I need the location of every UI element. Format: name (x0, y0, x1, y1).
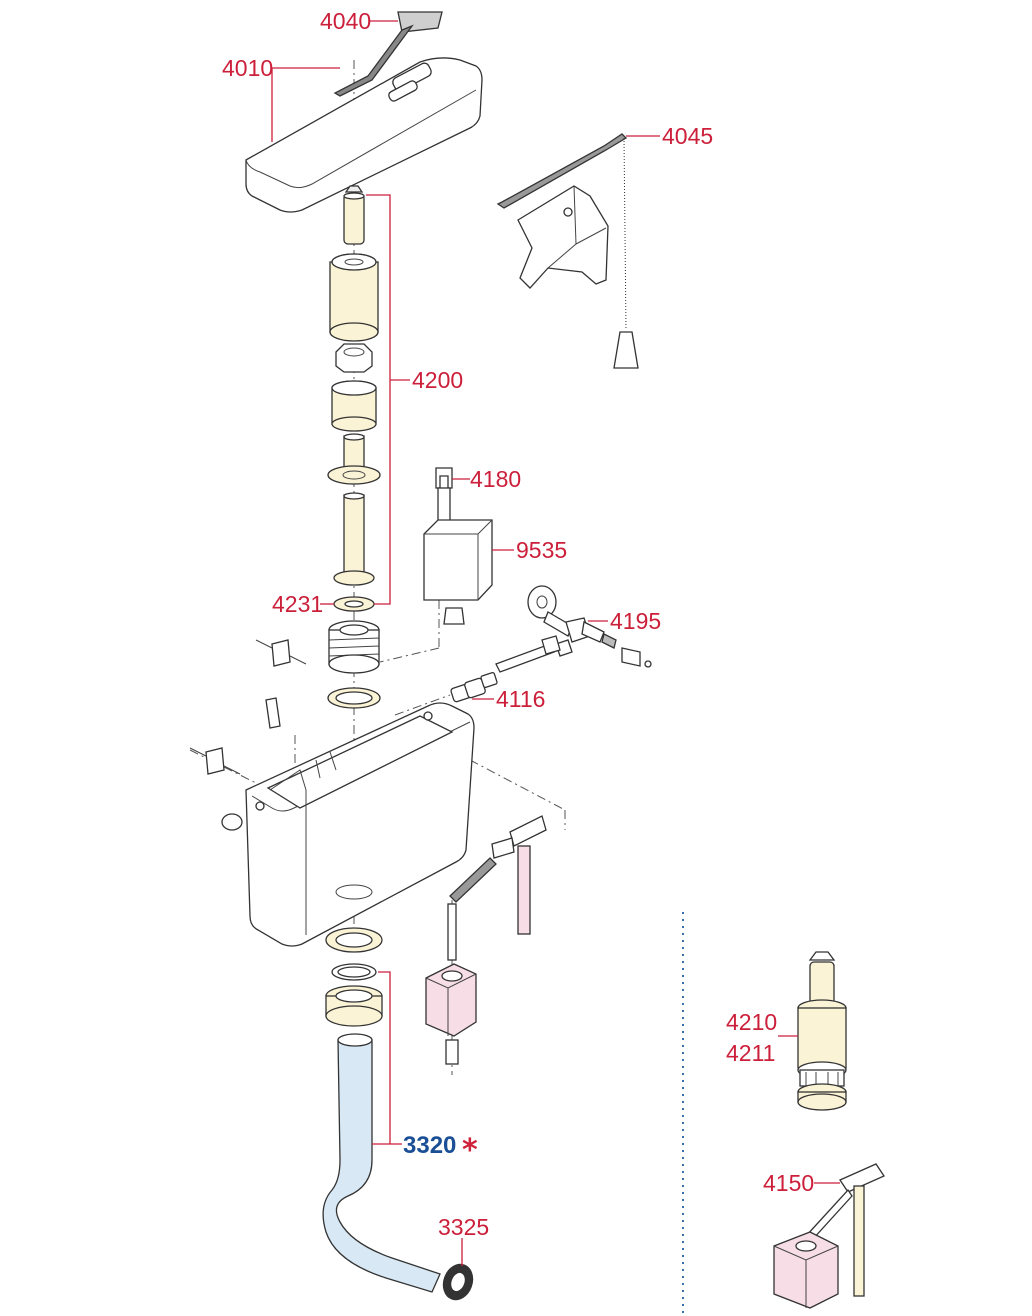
label-4211: 4211 (726, 1040, 775, 1066)
label-3320-marker: * (462, 1133, 478, 1168)
connector-4116-shape (450, 672, 498, 703)
connector-axis-float (469, 759, 566, 811)
label-4200: 4200 (412, 367, 463, 393)
flush-valve-4210-shape (797, 951, 847, 1111)
label-4040: 4040 (320, 8, 371, 34)
connector-axis-left (189, 749, 271, 791)
outlet-fittings-shape (325, 927, 383, 1027)
label-4150: 4150 (763, 1170, 814, 1196)
label-4180: 4180 (470, 466, 521, 492)
lever-4040-shape (333, 11, 443, 97)
float-valve-shape (425, 815, 547, 1065)
inlet-valve-4195-shape (495, 585, 652, 673)
label-4210: 4210 (726, 1009, 777, 1035)
flush-valve-4200-shape (327, 185, 381, 709)
label-4195: 4195 (610, 608, 661, 634)
label-4045: 4045 (662, 123, 713, 149)
leader-4010 (271, 67, 340, 142)
connector-axis-9535b (379, 647, 440, 663)
cup-9535-shape (423, 467, 493, 625)
lever-4045-shape (496, 133, 639, 369)
flush-pipe-3320-shape (322, 1033, 474, 1301)
label-4116: 4116 (496, 686, 545, 712)
cistern-tank-shape (245, 702, 475, 947)
label-4231: 4231 (272, 591, 323, 617)
float-valve-4150-shape (773, 1163, 885, 1309)
lid-4010-shape (245, 57, 483, 213)
label-3325: 3325 (438, 1214, 489, 1240)
label-3320: 3320 (403, 1132, 456, 1159)
fasteners-left-shape (189, 639, 307, 831)
label-4010: 4010 (222, 55, 273, 81)
leader-4200 (366, 194, 410, 605)
leader-3320 (372, 971, 402, 1145)
label-9535: 9535 (516, 537, 567, 563)
